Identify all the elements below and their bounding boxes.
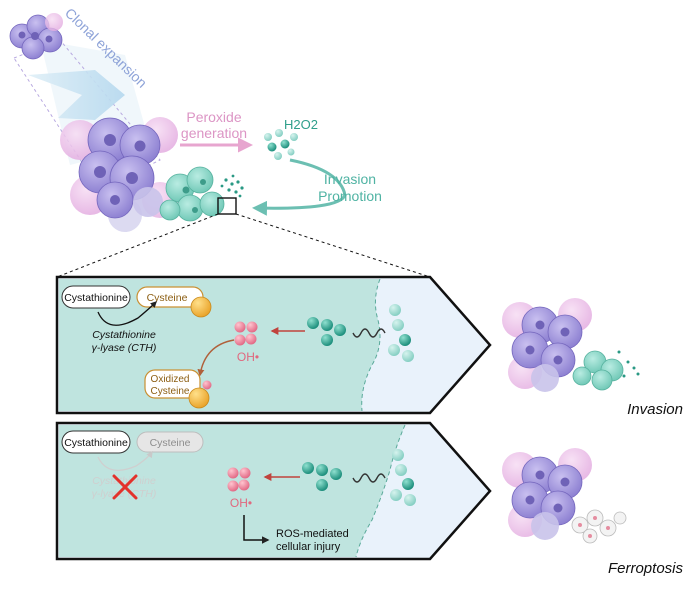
oxidized-oxygen-ball [202, 380, 212, 390]
cysteine-label-top: Cysteine [147, 292, 188, 304]
injury-label-line1: ROS-mediated [276, 528, 349, 540]
invading-cell-cluster [159, 166, 225, 222]
cth-enzyme-bottom-line1: Cystathionine [92, 475, 156, 487]
cth-enzyme-bottom-line2: γ-lyase (CTH) [92, 488, 157, 500]
diffusion-wave-top [352, 328, 386, 338]
ferroptosis-outcome-label: Ferroptosis [608, 560, 684, 577]
invasion-promotion-line1: Invasion [324, 171, 376, 187]
cystathionine-label-top: Cystathionine [64, 292, 128, 304]
peroxide-label-line2: generation [181, 125, 247, 141]
large-tumor-cluster [60, 117, 178, 232]
diffusion-wave-bottom [352, 473, 386, 483]
cysteine-label-bottom: Cysteine [150, 437, 191, 449]
cystathionine-pill-top [61, 285, 131, 309]
hydroxyl-radicals-bottom [227, 467, 251, 492]
h2o2-label: H2O2 [284, 117, 318, 132]
cth-enzyme-top-line1: Cystathionine [92, 329, 156, 341]
oxidized-cysteine-pill [144, 369, 201, 399]
expansion-chevron [28, 70, 125, 120]
injury-label-line2: cellular injury [276, 541, 341, 553]
cth-arrow-top [97, 301, 157, 326]
oxidized-label-line2: Cysteine [151, 386, 190, 397]
zoom-box [217, 197, 237, 215]
cysteine-ball-top [190, 296, 212, 318]
h2o2-molecules-bottom [302, 449, 416, 506]
small-tumor-cluster [9, 13, 63, 60]
cth-arrow-bottom [97, 450, 153, 472]
oxidation-arrow [197, 339, 235, 377]
zoom-line-right [235, 213, 431, 278]
cth-enzyme-top-line2: γ-lyase (CTH) [92, 342, 157, 354]
peroxide-dots [220, 174, 244, 198]
oh-label-bottom: OH• [230, 496, 252, 510]
invasion-promotion-arrow [252, 158, 347, 216]
oxidized-label-line1: Oxidized [151, 374, 190, 385]
zoom-line-left [56, 213, 219, 278]
oxidized-cysteine-ball [188, 387, 210, 409]
cysteine-pill-bottom [136, 431, 204, 453]
injury-arrow [243, 515, 270, 544]
invasion-outcome-label: Invasion [627, 401, 683, 418]
oh-label-top: OH• [237, 350, 259, 364]
invasion-promotion-line2: Promotion [318, 188, 382, 204]
h2o2-molecules [264, 129, 298, 160]
peroxide-label-line1: Peroxide [186, 109, 241, 125]
inhibition-x-icon [112, 474, 138, 500]
hydroxyl-radicals-top [234, 321, 258, 346]
invasion-outcome-cluster [502, 298, 640, 392]
cystathionine-label-bottom: Cystathionine [64, 437, 128, 449]
h2o2-molecules-top [307, 304, 414, 362]
cystathionine-pill-bottom [61, 430, 131, 454]
ferroptosis-outcome-cluster [502, 448, 627, 544]
